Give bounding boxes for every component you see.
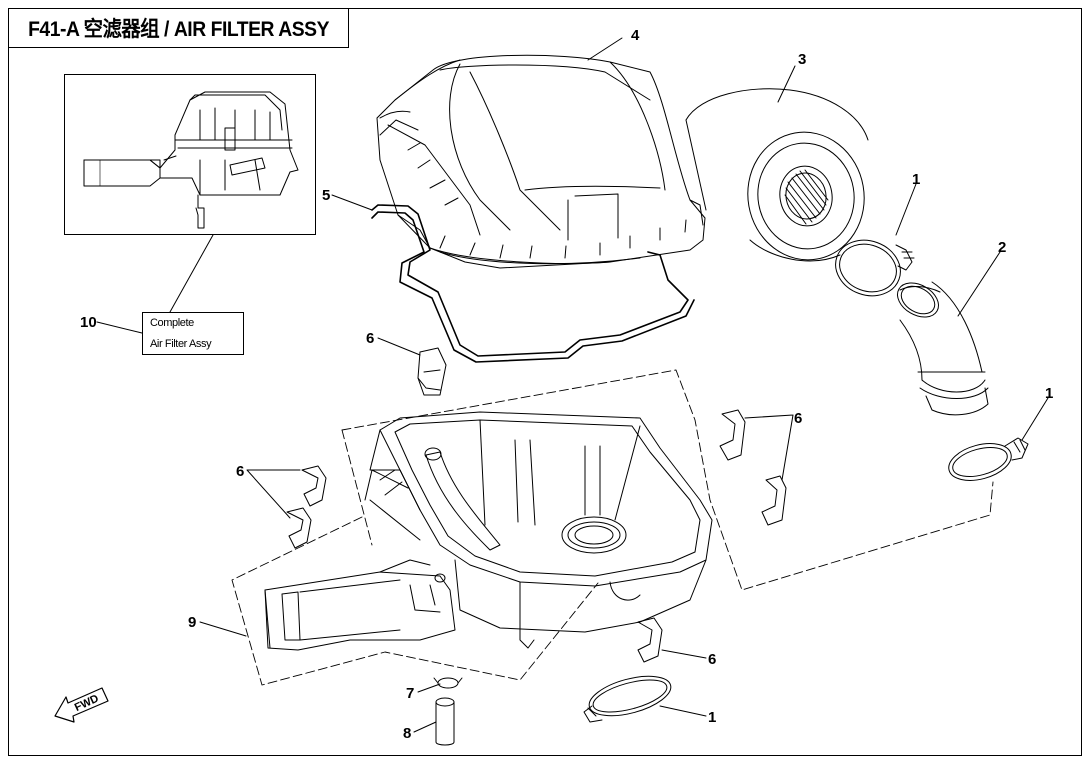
callout-clamp-bottom: 1 — [708, 709, 716, 726]
complete-assembly-inset — [64, 74, 316, 235]
air-box-cover — [376, 54, 706, 269]
callout-duct: 2 — [998, 239, 1006, 256]
callout-complete-assy: 10 — [80, 314, 97, 331]
callout-cover: 4 — [631, 27, 640, 44]
callout-housing: 9 — [188, 614, 196, 631]
clips-left — [286, 465, 327, 549]
callout-filter-element: 3 — [798, 51, 806, 68]
callout-clips-right: 6 — [794, 410, 802, 427]
filter-element — [685, 88, 869, 262]
inset-assembly-drawing — [83, 91, 299, 229]
diagram-title: F41-A 空滤器组 / AIR FILTER ASSY — [28, 18, 329, 41]
spring-clip — [433, 677, 463, 689]
callout-clips-left: 6 — [236, 463, 244, 480]
fwd-arrow — [54, 687, 109, 723]
callout-spring-clip: 7 — [406, 685, 414, 702]
callout-clamp-upper: 1 — [912, 171, 920, 188]
title-box: F41-A 空滤器组 / AIR FILTER ASSY — [8, 8, 349, 48]
callout-gasket: 5 — [322, 187, 330, 204]
legend-line-1: Complete — [150, 317, 194, 329]
legend-box: Complete Air Filter Assy — [142, 312, 244, 355]
callout-drain-tube: 8 — [403, 725, 411, 742]
callout-clip-bottom: 6 — [708, 651, 716, 668]
legend-line-2: Air Filter Assy — [150, 338, 212, 350]
intake-duct — [897, 281, 989, 416]
fwd-label: FWD — [73, 693, 101, 714]
clips-right — [719, 409, 787, 526]
callout-clamp-right: 1 — [1045, 385, 1053, 402]
callout-clip-top: 6 — [366, 330, 374, 347]
clamp-bottom — [583, 675, 672, 723]
clip-top — [417, 347, 447, 396]
drawing-frame — [8, 8, 1082, 756]
gasket — [371, 204, 695, 363]
clamp-upper — [835, 239, 915, 297]
air-box-housing — [264, 411, 713, 651]
drain-tube — [435, 697, 455, 746]
clamp-right — [948, 437, 1029, 481]
clip-bottom — [637, 617, 663, 663]
